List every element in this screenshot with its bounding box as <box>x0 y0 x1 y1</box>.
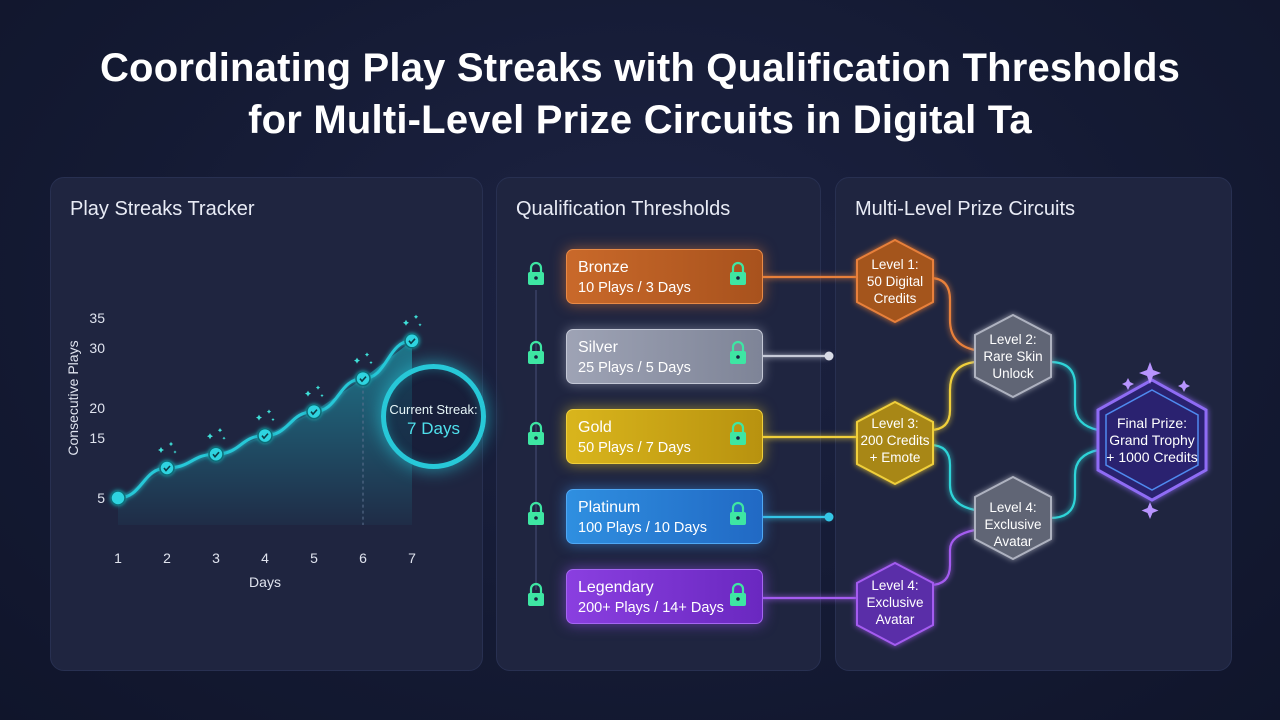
level2-line2: Rare Skin <box>983 349 1043 364</box>
current-streak-label: Current Streak: <box>389 402 478 417</box>
platinum-connector-end <box>824 512 834 522</box>
level4a-line2: Exclusive <box>984 517 1042 532</box>
play-streaks-title: Play Streaks Tracker <box>70 198 255 220</box>
tier-legendary-name: Legendary <box>578 579 654 596</box>
tier-bronze-name: Bronze <box>578 259 629 276</box>
tier-silver-name: Silver <box>578 339 619 356</box>
level2-title: Level 2: <box>989 332 1037 347</box>
level2-line3: Unlock <box>992 366 1034 381</box>
final-prize-line3: + 1000 Credits <box>1106 449 1198 465</box>
tier-gold-name: Gold <box>578 419 612 436</box>
tier-legendary-requirement: 200+ Plays / 14+ Days <box>578 600 724 616</box>
level4a-label: Level 4: Exclusive Avatar <box>972 499 1054 550</box>
level4b-line2: Exclusive <box>866 595 924 610</box>
level4a-line3: Avatar <box>993 534 1033 549</box>
level2-label: Level 2: Rare Skin Unlock <box>972 331 1054 382</box>
level1-line3: Credits <box>873 291 917 306</box>
title-line-2: for Multi-Level Prize Circuits in Digita… <box>248 98 1032 142</box>
tier-silver-requirement: 25 Plays / 5 Days <box>578 360 691 376</box>
level3-line3: + Emote <box>869 450 921 465</box>
level3-title: Level 3: <box>871 416 919 431</box>
final-prize-line2: Grand Trophy <box>1109 432 1195 448</box>
tier-gold[interactable]: Gold 50 Plays / 7 Days <box>566 409 763 464</box>
current-streak-value: 7 Days <box>407 419 460 438</box>
level1-title: Level 1: <box>871 257 919 272</box>
tier-gold-requirement: 50 Plays / 7 Days <box>578 440 691 456</box>
level3-line2: 200 Credits <box>860 433 930 448</box>
level1-line2: 50 Digital <box>866 274 924 289</box>
silver-connector-end <box>824 351 834 361</box>
tier-platinum-requirement: 100 Plays / 10 Days <box>578 520 707 536</box>
level4b-title: Level 4: <box>871 578 919 593</box>
prize-circuits-title: Multi-Level Prize Circuits <box>855 198 1076 220</box>
tier-platinum[interactable]: Platinum 100 Plays / 10 Days <box>566 489 763 544</box>
level4b-label: Level 4: Exclusive Avatar <box>855 577 935 628</box>
page-title: Coordinating Play Streaks with Qualifica… <box>0 42 1280 146</box>
level1-label: Level 1: 50 Digital Credits <box>857 256 933 307</box>
current-streak-ring <box>381 364 486 469</box>
tier-bronze-requirement: 10 Plays / 3 Days <box>578 280 691 296</box>
tier-legendary[interactable]: Legendary 200+ Plays / 14+ Days <box>566 569 763 624</box>
level4a-title: Level 4: <box>989 500 1037 515</box>
level3-label: Level 3: 200 Credits + Emote <box>852 415 938 466</box>
tier-platinum-name: Platinum <box>578 499 641 516</box>
final-prize-label: Final Prize: Grand Trophy + 1000 Credits <box>1100 415 1204 466</box>
final-prize-title: Final Prize: <box>1116 415 1188 431</box>
title-line-1: Coordinating Play Streaks with Qualifica… <box>99 46 1181 90</box>
qualification-thresholds-title: Qualification Thresholds <box>516 198 731 220</box>
level4b-line3: Avatar <box>875 612 915 627</box>
tier-silver[interactable]: Silver 25 Plays / 5 Days <box>566 329 763 384</box>
tier-bronze[interactable]: Bronze 10 Plays / 3 Days <box>566 249 763 304</box>
